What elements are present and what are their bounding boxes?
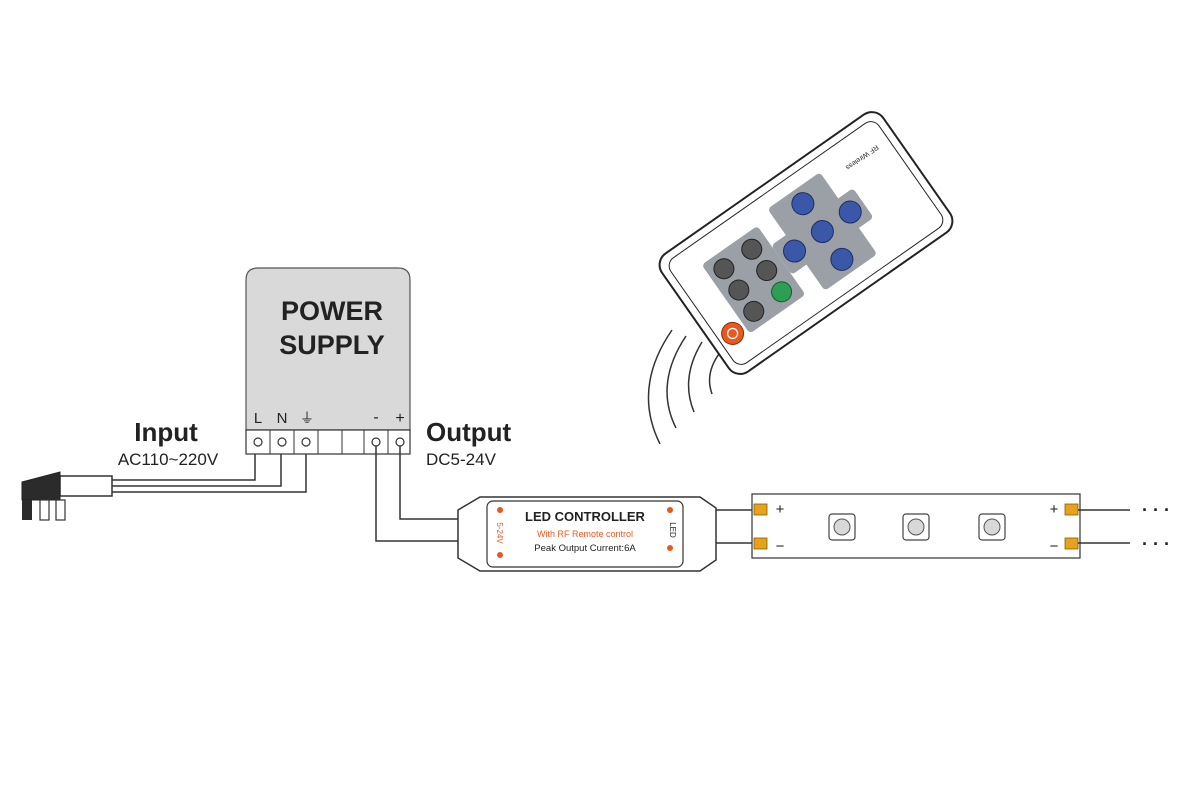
controller-left-led-dot — [497, 507, 503, 513]
power-supply-title-line1: POWER — [281, 296, 383, 326]
strip-led-2 — [902, 513, 930, 541]
terminal-label-plus: + — [395, 410, 404, 427]
remote-dark-buttons — [703, 227, 804, 333]
terminal-block — [245, 429, 411, 455]
terminal-label-n: N — [277, 410, 288, 427]
rf-signal-waves — [647, 329, 723, 445]
strip-label-right-minus: − — [1050, 538, 1059, 555]
remote-dark-button-4 — [756, 260, 778, 282]
remote-blue-button-3 — [783, 239, 807, 263]
strip-label-left-minus: − — [776, 538, 785, 555]
terminal-label-minus: - — [373, 409, 378, 426]
remote-blue-button-1 — [791, 192, 815, 216]
strip-wires — [716, 509, 758, 544]
terminal-label-l: L — [254, 410, 262, 427]
controller-current: Peak Output Current:6A — [534, 543, 636, 554]
strip-led-3 — [978, 513, 1006, 541]
remote-dark-button-5 — [743, 300, 765, 322]
strip-pad-right-plus — [1064, 503, 1079, 516]
power-supply-title-line2: SUPPLY — [279, 330, 385, 360]
remote-blue-button-2 — [830, 247, 854, 271]
strip-label-left-plus: + — [776, 501, 785, 518]
input-spec: AC110~220V — [118, 450, 219, 469]
strip-continuation: · · · · · · — [1078, 500, 1170, 554]
input-title: Input — [134, 417, 198, 447]
controller-title: LED CONTROLLER — [525, 509, 645, 524]
controller-side-right: LED — [668, 522, 677, 538]
output-wires — [375, 446, 462, 542]
remote-dark-button-3 — [728, 279, 750, 301]
controller-left-led-dot-2 — [497, 552, 503, 558]
remote-power-button — [721, 321, 745, 345]
controller-right-led-dot-2 — [667, 545, 673, 551]
remote-blue-button-4 — [838, 200, 862, 224]
ac-plug — [21, 471, 113, 521]
remote-dark-button-2 — [741, 238, 763, 260]
remote-blue-button-5 — [810, 220, 834, 244]
controller-subtitle: With RF Remote control — [537, 529, 633, 539]
output-title: Output — [426, 417, 512, 447]
controller-side-left: 5-24V — [495, 522, 504, 544]
continuation-dots-bottom: · · · — [1142, 534, 1170, 554]
strip-pad-right-minus — [1064, 537, 1079, 550]
output-spec: DC5-24V — [426, 450, 497, 469]
input-wires — [60, 443, 307, 493]
strip-led-1 — [828, 513, 856, 541]
led-strip: + − + − — [751, 493, 1081, 559]
remote-green-button — [771, 281, 793, 303]
strip-label-right-plus: + — [1050, 501, 1059, 518]
power-supply: POWER SUPPLY L N ⏚ - + — [245, 267, 411, 455]
continuation-dots-top: · · · — [1142, 500, 1170, 520]
remote-power-icon — [726, 327, 739, 340]
strip-pad-left-plus — [753, 503, 768, 516]
rf-remote: RF Wireless — [658, 111, 954, 375]
terminal-label-ground: ⏚ — [300, 410, 314, 426]
remote-blue-buttons — [769, 173, 876, 290]
strip-pad-left-minus — [753, 537, 768, 550]
controller-right-led-dot — [667, 507, 673, 513]
remote-dark-button-1 — [713, 258, 735, 280]
led-controller: LED CONTROLLER With RF Remote control Pe… — [457, 496, 717, 572]
